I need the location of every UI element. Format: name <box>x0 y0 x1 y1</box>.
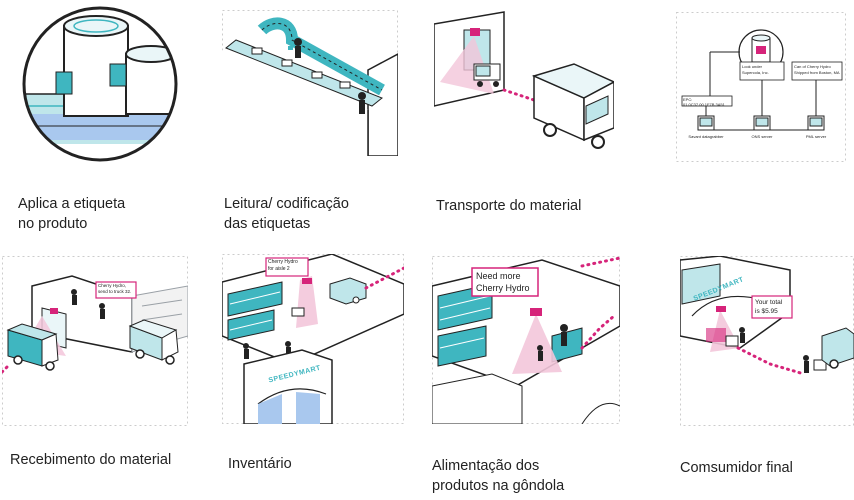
caption-step-6: Inventário <box>228 456 292 472</box>
panel-tag-reading <box>222 10 398 156</box>
network-box-lookup: Look under Supercola, Inc. <box>742 64 769 75</box>
caption-step-7: Alimentação dos produtos na gôndola <box>432 458 565 494</box>
network-node-ons: ONS server <box>751 134 773 139</box>
inventory-speech-bubble: Cherry Hydro for aisle 2 <box>268 259 298 272</box>
panel-receiving: Cherry Hydro, send to truck 32. <box>2 256 188 426</box>
network-illustration <box>676 12 846 162</box>
panel-inventory: Cherry Hydro for aisle 2 SPEEDYMART <box>222 254 404 424</box>
network-box-epc: EPC: 01.0C37.00.1F7B.3A51 <box>683 97 725 107</box>
network-box-product: Can of Cherry Hydro Shipped from Boston,… <box>794 64 840 75</box>
conveyor-illustration <box>222 10 398 156</box>
shelf-illustration <box>432 256 620 424</box>
caption-step-2: Leitura/ codificação das etiquetas <box>224 196 349 232</box>
tag-application-illustration <box>22 6 178 162</box>
shelf-speech-bubble: Need more Cherry Hydro <box>476 271 530 293</box>
panel-transport <box>434 10 614 156</box>
panel-tag-application <box>14 6 186 162</box>
network-node-pml: PML server <box>805 134 827 139</box>
receiving-speech-bubble: Cherry Hydro, send to truck 32. <box>98 283 132 294</box>
receiving-illustration <box>2 256 188 426</box>
caption-step-8: Comsumidor final <box>680 460 793 476</box>
panel-shelf-replenishment: Need more Cherry Hydro <box>432 256 620 424</box>
network-node-savant: Savant datagrabber <box>688 134 724 139</box>
caption-step-1: Aplica a etiqueta no produto <box>18 196 126 232</box>
panel-network: EPC: 01.0C37.00.1F7B.3A51 Look under Sup… <box>676 12 846 162</box>
caption-step-3: Transporte do material <box>436 198 582 214</box>
transport-illustration <box>434 11 614 149</box>
caption-step-5: Recebimento do material <box>10 452 172 468</box>
inventory-illustration <box>222 254 404 424</box>
panel-end-consumer: SPEEDYMART Your total is $5.95 <box>680 256 854 426</box>
checkout-speech-bubble: Your total is $5.95 <box>755 299 783 315</box>
checkout-illustration <box>680 256 854 426</box>
